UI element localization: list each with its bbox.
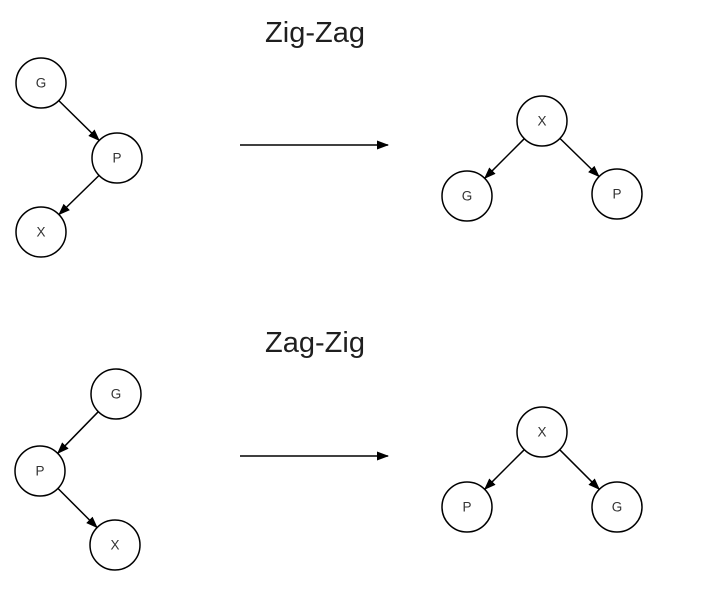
zigzag-before-node-p: P [91, 132, 143, 184]
zagzig-after-edge-x-to-g-arrow [559, 449, 601, 491]
node-circle [516, 95, 568, 147]
node-circle [441, 481, 493, 533]
node-label: P [112, 151, 121, 166]
zagzig-before-node-g: G [90, 368, 142, 420]
zigzag-before-edge-p-to-x-arrow [58, 174, 100, 216]
zigzag-before-node-x: X [15, 206, 67, 258]
node-circle [441, 170, 493, 222]
node-circle [591, 168, 643, 220]
zagzig-after-node-g: G [591, 481, 643, 533]
node-label: P [462, 500, 471, 515]
zagzig-title: Zag-Zig [265, 327, 365, 359]
zigzag-title: Zig-Zag [265, 17, 365, 49]
node-label: G [462, 189, 473, 204]
node-label: X [110, 538, 119, 553]
zagzig-before-node-x: X [89, 519, 141, 571]
zagzig-before-edge-g-to-p-arrow [57, 411, 99, 455]
zigzag-after-tree: X G P [441, 95, 643, 222]
zagzig-before-tree: G P X [14, 368, 142, 571]
zagzig-diagram: Zag-Zig G P X [14, 327, 643, 571]
node-circle [89, 519, 141, 571]
node-label: G [612, 500, 623, 515]
node-circle [516, 406, 568, 458]
node-label: X [537, 114, 546, 129]
node-label: X [537, 425, 546, 440]
zigzag-after-edge-x-to-g-arrow [483, 138, 525, 180]
node-circle [15, 57, 67, 109]
node-circle [91, 132, 143, 184]
zigzag-after-edge-x-to-p-arrow [559, 137, 600, 178]
zigzag-after-node-g: G [441, 170, 493, 222]
node-label: P [35, 464, 44, 479]
node-label: G [36, 76, 47, 91]
node-label: P [612, 187, 621, 202]
zagzig-before-node-p: P [14, 445, 66, 497]
zigzag-before-node-g: G [15, 57, 67, 109]
zagzig-after-node-p: P [441, 481, 493, 533]
node-circle [90, 368, 142, 420]
zigzag-diagram: Zig-Zag G P X [15, 17, 643, 258]
zagzig-before-edge-p-to-x-arrow [57, 487, 98, 529]
zigzag-after-node-x: X [516, 95, 568, 147]
node-circle [14, 445, 66, 497]
node-label: X [36, 225, 45, 240]
zagzig-after-tree: X P G [441, 406, 643, 533]
zagzig-after-node-x: X [516, 406, 568, 458]
zagzig-after-edge-x-to-p-arrow [483, 449, 525, 491]
node-circle [591, 481, 643, 533]
zigzag-after-node-p: P [591, 168, 643, 220]
zigzag-before-edge-g-to-p-arrow [58, 100, 100, 142]
node-circle [15, 206, 67, 258]
node-label: G [111, 387, 122, 402]
zigzag-before-tree: G P X [15, 57, 143, 258]
